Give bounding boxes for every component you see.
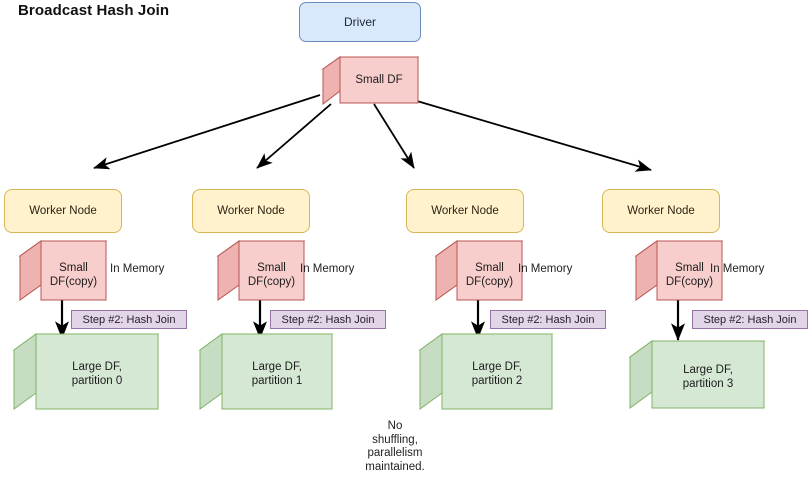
in-memory-label-4: In Memory bbox=[710, 263, 765, 275]
in-memory-label-2: In Memory bbox=[300, 263, 355, 275]
worker-node-2[interactable]: Worker Node bbox=[192, 189, 310, 233]
large-df-cube-3[interactable]: Large DF, partition 2 bbox=[418, 333, 554, 412]
worker-node-4[interactable]: Worker Node bbox=[602, 189, 720, 233]
small-df-copy-cube-2[interactable]: Small DF(copy) bbox=[216, 240, 306, 303]
hash-join-label-2[interactable]: Step #2: Hash Join bbox=[270, 310, 386, 329]
hash-join-label-3[interactable]: Step #2: Hash Join bbox=[490, 310, 606, 329]
driver-label: Driver bbox=[344, 15, 376, 29]
small-df-copy-cube-1[interactable]: Small DF(copy) bbox=[18, 240, 108, 303]
small-df-copy-cube-3[interactable]: Small DF(copy) bbox=[434, 240, 524, 303]
worker-node-1[interactable]: Worker Node bbox=[4, 189, 122, 233]
page-title: Broadcast Hash Join bbox=[18, 2, 170, 19]
worker-node-3[interactable]: Worker Node bbox=[406, 189, 524, 233]
driver-node-box[interactable]: Driver bbox=[299, 2, 421, 42]
in-memory-label-1: In Memory bbox=[110, 263, 165, 275]
hash-join-text-3: Step #2: Hash Join bbox=[501, 313, 595, 326]
in-memory-label-3: In Memory bbox=[518, 263, 573, 275]
hash-join-text-2: Step #2: Hash Join bbox=[281, 313, 375, 326]
large-df-cube-4[interactable]: Large DF, partition 3 bbox=[628, 340, 766, 409]
large-df-cube-2[interactable]: Large DF, partition 1 bbox=[198, 333, 334, 412]
large-df-cube-1[interactable]: Large DF, partition 0 bbox=[12, 333, 160, 412]
hash-join-text-4: Step #2: Hash Join bbox=[703, 313, 797, 326]
footer-note: No shuffling, parallelism maintained. bbox=[365, 420, 425, 473]
worker-node-label: Worker Node bbox=[29, 205, 97, 217]
hash-join-text-1: Step #2: Hash Join bbox=[82, 313, 176, 326]
hash-join-label-1[interactable]: Step #2: Hash Join bbox=[71, 310, 187, 329]
hash-join-label-4[interactable]: Step #2: Hash Join bbox=[692, 310, 808, 329]
worker-node-label: Worker Node bbox=[431, 205, 499, 217]
small-df-cube[interactable]: Small DF bbox=[321, 56, 420, 112]
worker-node-label: Worker Node bbox=[217, 205, 285, 217]
worker-node-label: Worker Node bbox=[627, 205, 695, 217]
